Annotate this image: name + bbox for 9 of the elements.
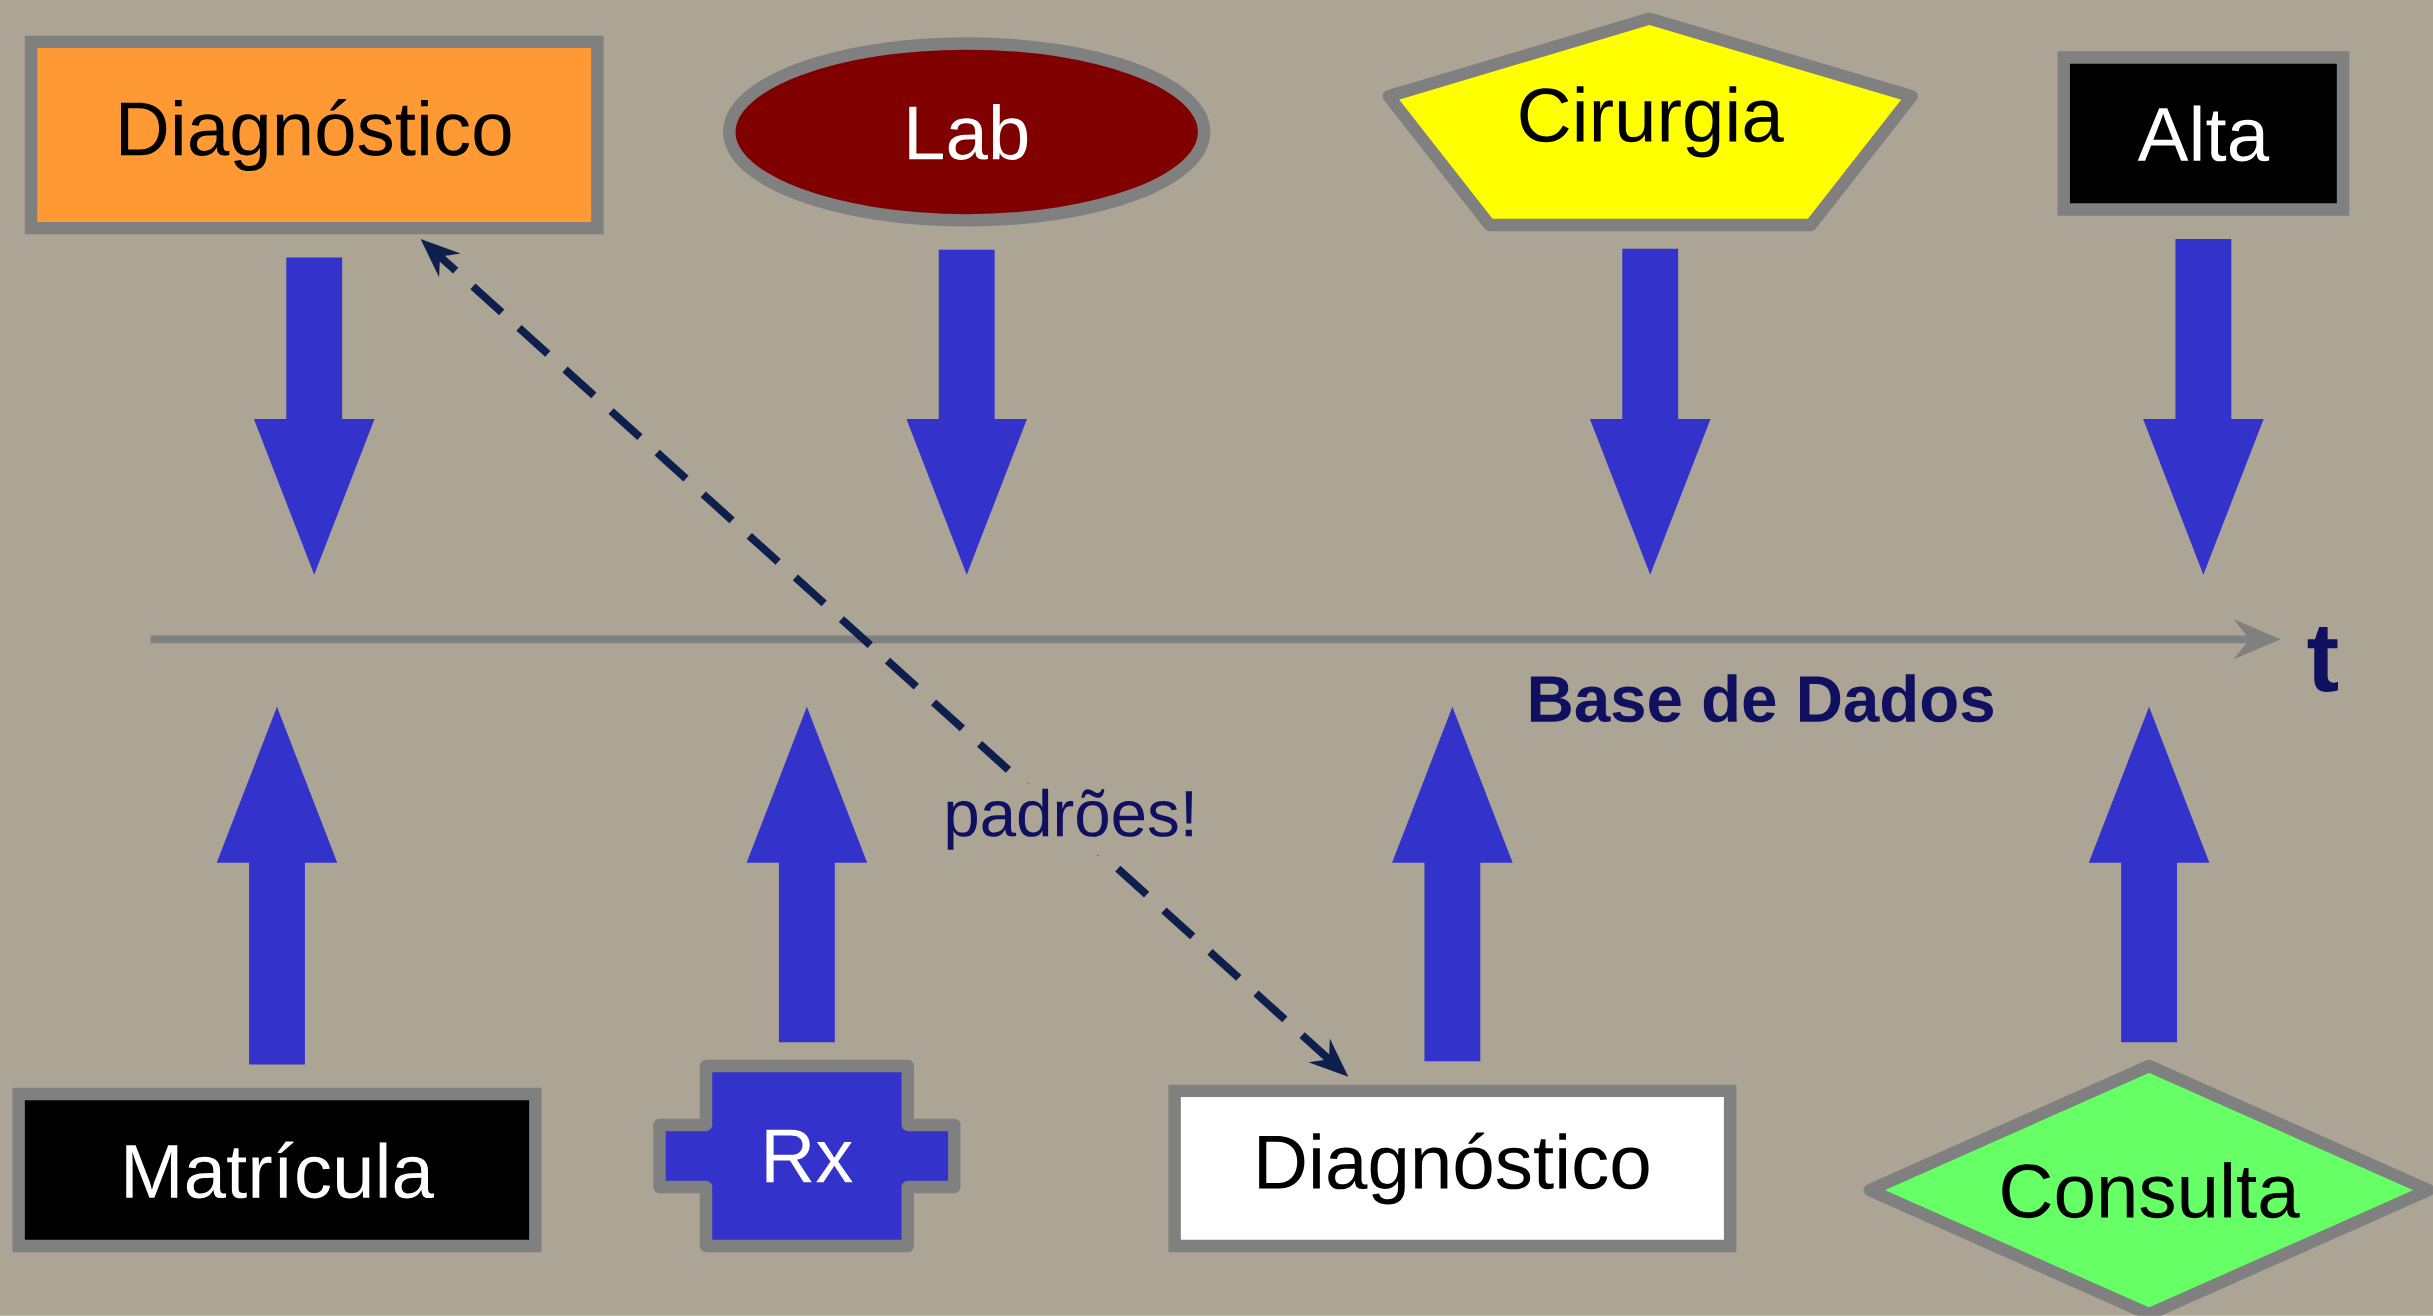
process-box: Alta <box>2057 51 2350 216</box>
process-box: Diagnóstico <box>1168 1084 1737 1253</box>
ellipse-node: Lab <box>723 37 1211 227</box>
axis-label: t <box>2307 627 2338 692</box>
edge-label: padrões! <box>937 783 1204 856</box>
axis-caption: Base de Dados <box>1530 674 1993 723</box>
pentagon-node: Cirurgia <box>1382 12 1918 232</box>
process-box: Matrícula <box>12 1087 542 1253</box>
process-box: Diagnóstico <box>24 35 604 235</box>
